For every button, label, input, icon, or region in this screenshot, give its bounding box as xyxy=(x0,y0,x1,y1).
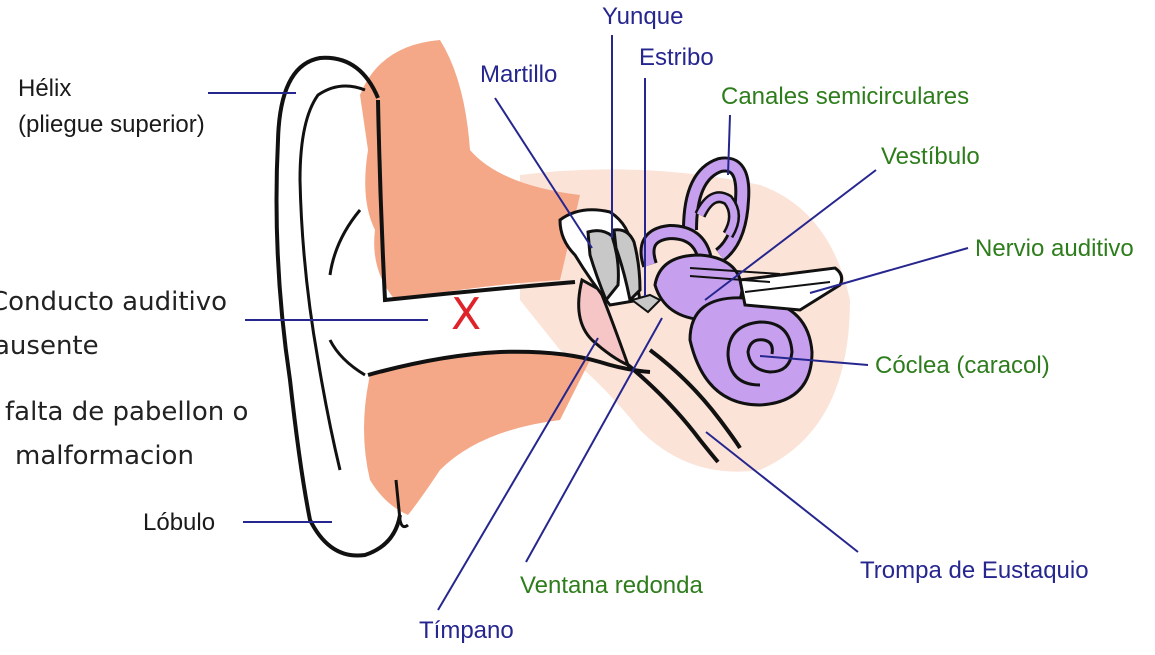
label-helix-sub: (pliegue superior) xyxy=(18,111,205,138)
helix-inner-fold xyxy=(298,84,366,471)
eustachian-tube-wall-b xyxy=(648,348,742,450)
label-estribo: Estribo xyxy=(639,44,714,71)
label-timpano: Tímpano xyxy=(419,617,514,644)
pinna-outline xyxy=(274,55,402,558)
leader-timpano xyxy=(437,337,599,611)
auditory-nerve-shape xyxy=(738,266,844,312)
upper-skin-region xyxy=(360,40,580,300)
label-vestibulo: Vestíbulo xyxy=(881,143,980,170)
semicircular-canal-c xyxy=(696,193,738,237)
vestibule-detail-lines xyxy=(689,267,781,283)
label-martillo: Martillo xyxy=(480,61,558,88)
canal-upper-wall xyxy=(376,99,576,303)
label-ventana-redonda: Ventana redonda xyxy=(520,572,703,599)
label-lobulo: Lóbulo xyxy=(143,509,216,536)
cochlea-shape xyxy=(688,296,814,407)
leader-trompa xyxy=(705,431,859,553)
label-trompa: Trompa de Eustaquio xyxy=(860,557,1089,584)
leader-ventana xyxy=(525,317,663,563)
antihelix-fold xyxy=(328,209,362,276)
semicircular-canal-b xyxy=(642,226,710,267)
label-ausente: ausente xyxy=(0,331,99,361)
canal-lower-wall xyxy=(367,349,651,377)
lobule-tip xyxy=(394,479,409,529)
label-coclea: Cóclea (caracol) xyxy=(875,352,1050,379)
label-falta-pabellon: falta de pabellon o xyxy=(5,397,249,427)
malleus-shape xyxy=(586,229,620,303)
incus-shape xyxy=(612,228,642,304)
cochlea-spiral xyxy=(726,320,794,387)
leader-vestibulo xyxy=(704,169,877,301)
auditory-nerve-inner-line xyxy=(744,281,831,293)
leader-canales xyxy=(727,114,731,176)
label-malformacion: malformacion xyxy=(15,441,194,471)
absent-canal-x-mark: X xyxy=(451,289,482,340)
label-yunque: Yunque xyxy=(602,3,684,30)
leader-lines xyxy=(208,35,969,611)
label-canales-semicirculares: Canales semicirculares xyxy=(721,83,970,110)
stapes-shape xyxy=(629,293,662,314)
label-nervio-auditivo: Nervio auditivo xyxy=(975,235,1134,262)
eustachian-tube-wall-a xyxy=(626,363,720,464)
leader-nervio xyxy=(809,247,969,294)
leader-coclea xyxy=(759,355,869,366)
label-helix: Hélix xyxy=(18,75,72,102)
label-conducto-auditivo: Conducto auditivo xyxy=(0,287,228,317)
leader-martillo xyxy=(494,97,593,249)
tragus-fold xyxy=(328,339,366,377)
eardrum-shape xyxy=(577,277,631,368)
lower-skin-region xyxy=(364,353,590,515)
